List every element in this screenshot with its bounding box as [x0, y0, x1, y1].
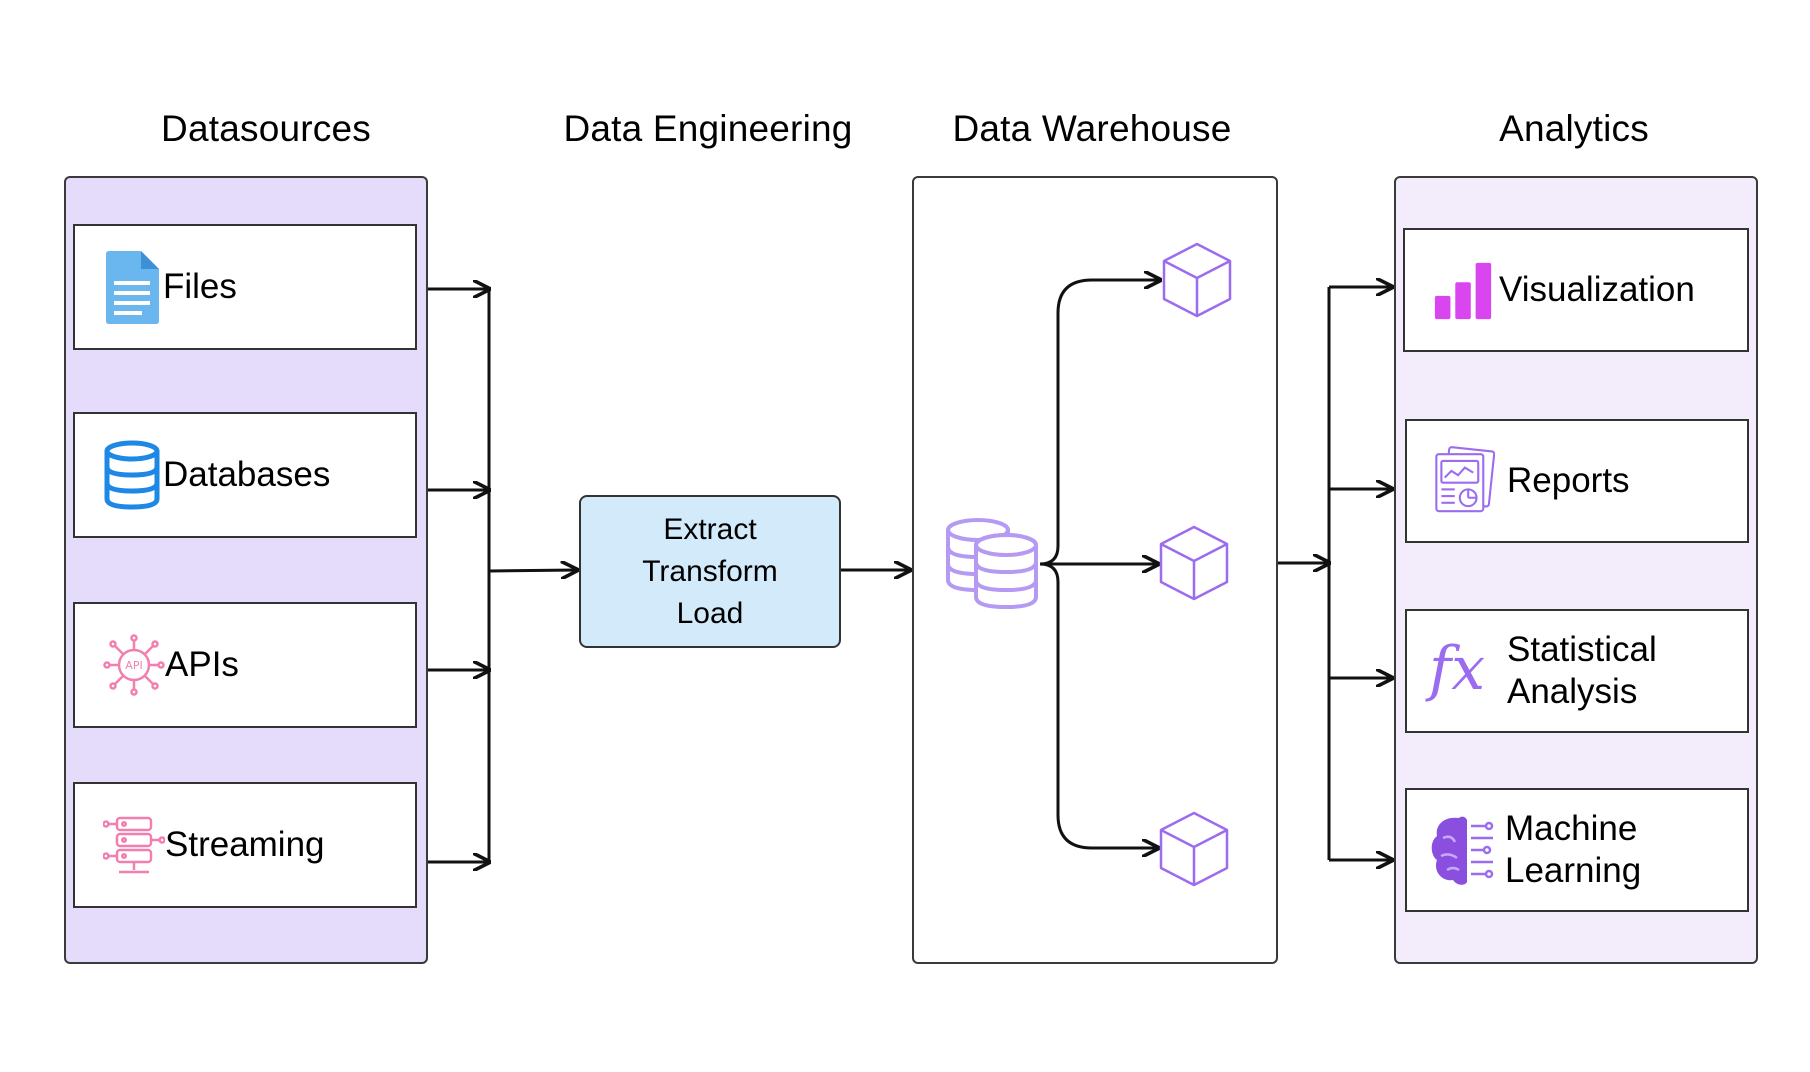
datasource-files: Files: [73, 224, 417, 350]
streaming-server-icon: [103, 809, 165, 881]
statistical-text: Statistical: [1507, 630, 1657, 669]
datasource-apis: API APIs: [73, 602, 417, 728]
report-icon: [1433, 445, 1495, 517]
data-warehouse-panel: [912, 176, 1278, 964]
function-fx-icon: fx: [1425, 635, 1505, 707]
datasource-label: Streaming: [165, 825, 325, 864]
analytics-heading: Analytics: [1499, 108, 1649, 149]
cube-icon: [1162, 242, 1232, 318]
analysis-text: Analysis: [1507, 672, 1638, 711]
svg-text:API: API: [125, 659, 142, 672]
cube-icon: [1159, 525, 1229, 601]
data-engineering-heading: Data Engineering: [563, 108, 853, 149]
analytics-label: Visualization: [1499, 270, 1695, 309]
api-icon: API: [103, 629, 165, 701]
analytics-label: Reports: [1507, 461, 1630, 500]
data-warehouse-heading: Data Warehouse: [952, 108, 1232, 149]
analytics-label: Machine Learning: [1505, 808, 1641, 892]
database-stack-icon: [946, 518, 1038, 610]
analytics-statistical-analysis: fx Statistical Analysis: [1405, 609, 1749, 733]
mart-bottom-connector: [1039, 562, 1158, 848]
datasource-label: Files: [163, 267, 237, 306]
brain-circuit-icon: [1429, 814, 1503, 886]
file-icon: [101, 251, 163, 324]
etl-load-text: Load: [676, 596, 744, 630]
cube-icon: [1159, 811, 1229, 887]
bar-chart-icon: [1433, 254, 1495, 326]
database-icon: [101, 439, 163, 511]
analytics-visualization: Visualization: [1403, 228, 1749, 352]
analytics-label: Statistical Analysis: [1507, 629, 1657, 713]
datasources-heading: Datasources: [161, 108, 371, 149]
analytics-machine-learning: Machine Learning: [1405, 788, 1749, 912]
svg-text:fx: fx: [1425, 635, 1485, 704]
datasource-databases: Databases: [73, 412, 417, 538]
etl-transform-text: Transform: [642, 554, 778, 588]
datasource-label: APIs: [165, 645, 239, 684]
mart-top-connector: [1039, 280, 1160, 566]
analytics-reports: Reports: [1405, 419, 1749, 543]
machine-text: Machine: [1505, 809, 1638, 848]
etl-process-box: Extract Transform Load: [579, 495, 841, 648]
datasource-streaming: Streaming: [73, 782, 417, 908]
bus-to-etl-arrow: [488, 570, 577, 571]
etl-extract-text: Extract: [663, 512, 757, 546]
learning-text: Learning: [1505, 851, 1642, 890]
datasource-label: Databases: [163, 455, 331, 494]
